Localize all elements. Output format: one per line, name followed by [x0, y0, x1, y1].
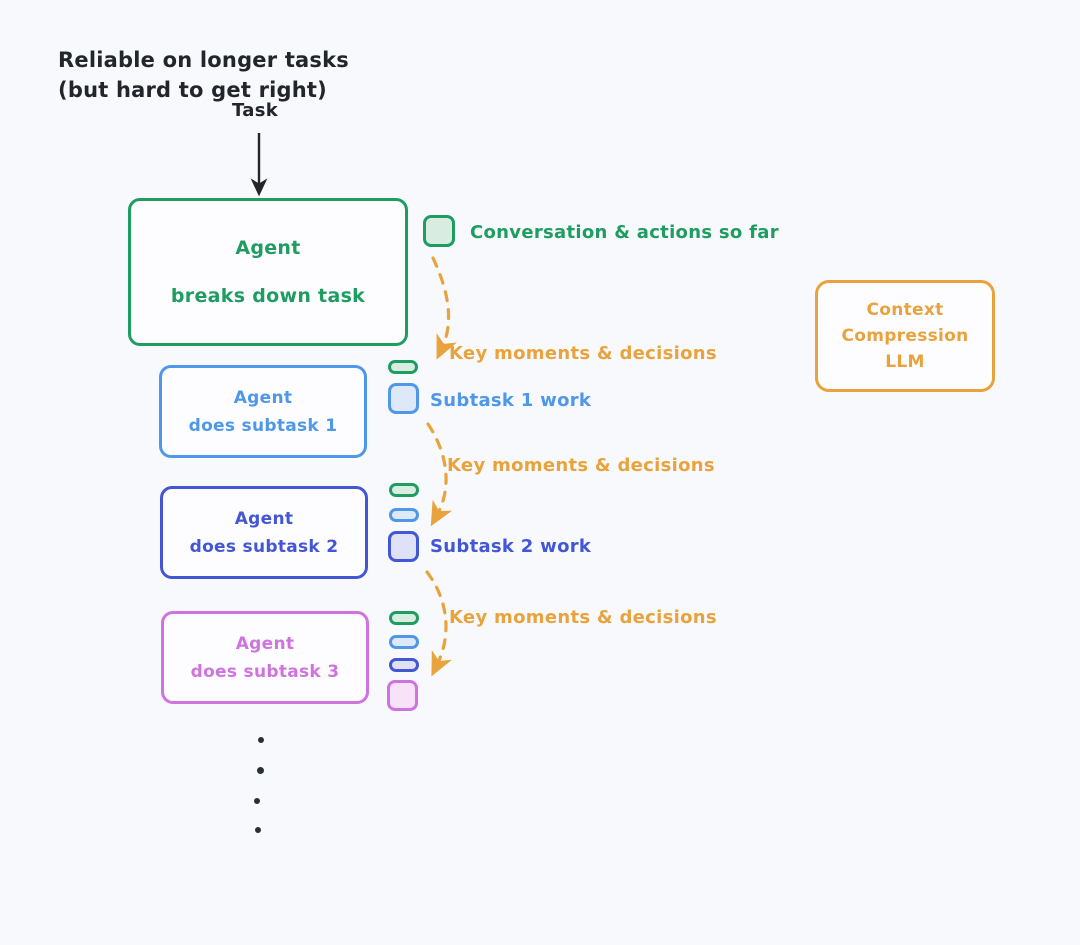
agent-subtask-1-box[interactable]: Agent does subtask 1 — [159, 365, 367, 458]
label-subtask-1-work: Subtask 1 work — [430, 390, 592, 411]
compressed-chip-green-row3 — [389, 611, 419, 625]
ellipsis-dot — [255, 827, 261, 833]
llm-line-1: Context — [866, 300, 944, 320]
agent-s2-line-2: does subtask 2 — [189, 536, 339, 557]
agent-s1-line-2: does subtask 1 — [188, 415, 338, 436]
compression-arrow-2 — [426, 422, 453, 527]
agent-main-line-1: Agent — [235, 237, 301, 259]
agent-s3-line-1: Agent — [235, 633, 295, 654]
label-key-moments-1: Key moments & decisions — [449, 343, 717, 364]
label-key-moments-2: Key moments & decisions — [447, 455, 715, 476]
ellipsis-dot — [254, 798, 260, 804]
ellipsis-dot — [257, 767, 264, 774]
context-chip-conversation — [423, 215, 455, 247]
context-chip-subtask-1 — [388, 383, 419, 414]
agent-breaks-down-task-box[interactable]: Agent breaks down task — [128, 198, 408, 346]
agent-s1-line-1: Agent — [233, 387, 293, 408]
compression-arrow-3 — [425, 570, 452, 677]
compressed-chip-royalblue-row3 — [389, 658, 419, 672]
agent-s3-line-2: does subtask 3 — [190, 661, 340, 682]
agent-main-line-2: breaks down task — [170, 285, 366, 307]
compressed-chip-lightblue-row3 — [389, 635, 419, 649]
compressed-chip-lightblue-row2 — [389, 508, 419, 522]
agent-s2-line-1: Agent — [234, 508, 294, 529]
ellipsis-dot — [258, 737, 264, 743]
llm-line-3: LLM — [885, 352, 925, 372]
compressed-chip-green-row1 — [388, 360, 418, 374]
context-chip-subtask-2 — [388, 531, 419, 562]
label-key-moments-3: Key moments & decisions — [449, 607, 717, 628]
diagram-title: Reliable on longer tasks (but hard to ge… — [28, 16, 349, 135]
agent-subtask-2-box[interactable]: Agent does subtask 2 — [160, 486, 368, 579]
title-line-2: (but hard to get right) — [58, 77, 327, 102]
agent-subtask-3-box[interactable]: Agent does subtask 3 — [161, 611, 369, 704]
context-chip-subtask-3 — [387, 680, 418, 711]
label-subtask-2-work: Subtask 2 work — [430, 536, 592, 557]
compressed-chip-green-row2 — [389, 483, 419, 497]
label-conversation: Conversation & actions so far — [470, 222, 779, 243]
context-compression-llm-box[interactable]: Context Compression LLM — [815, 280, 995, 392]
compression-arrow-1 — [431, 256, 457, 360]
task-label: Task — [232, 100, 278, 121]
title-line-1: Reliable on longer tasks — [58, 47, 349, 72]
llm-line-2: Compression — [841, 326, 969, 346]
